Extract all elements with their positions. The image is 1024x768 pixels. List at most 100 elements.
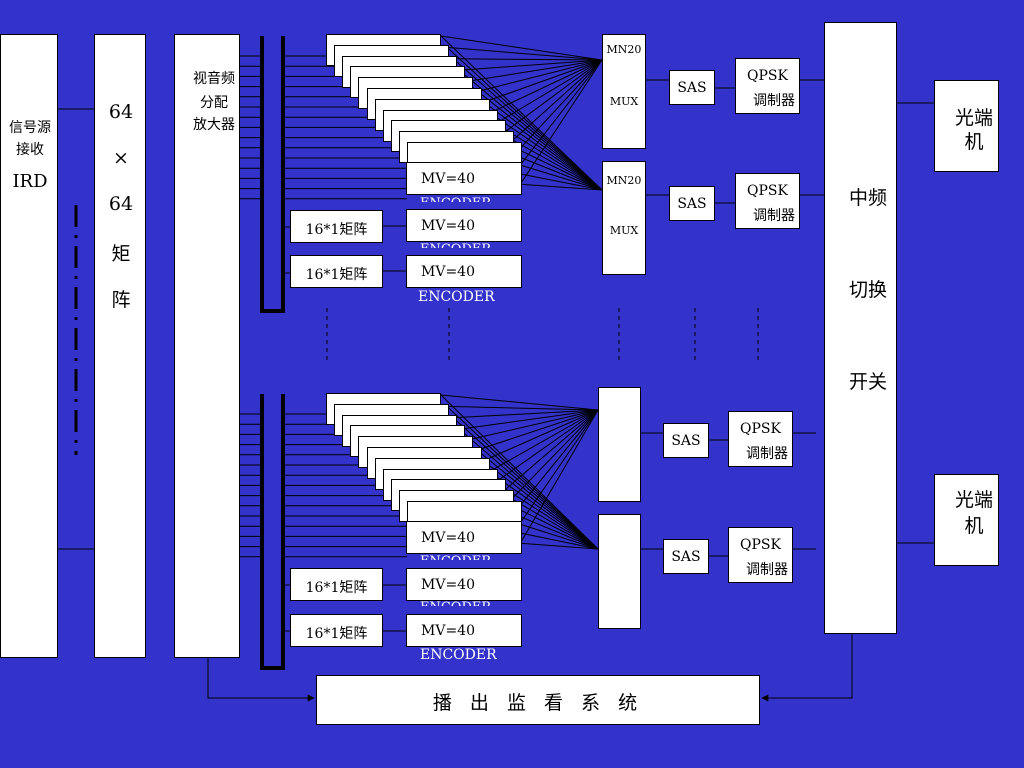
da-label-3: 放大器 — [193, 117, 235, 133]
wire — [458, 428, 599, 550]
matrix16-label: 16*1矩阵 — [305, 222, 368, 238]
wire — [465, 409, 599, 442]
qpsk-sublabel: 调制器 — [746, 562, 788, 578]
wire — [471, 409, 599, 453]
wire — [495, 409, 599, 498]
wire — [471, 92, 603, 191]
qpsk-modulator: QPSK 调制器 — [735, 58, 800, 114]
if-switch-label-1: 中频 — [848, 187, 887, 209]
matrix16-label: 16*1矩阵 — [305, 626, 368, 642]
ird-label-1: 信号源 — [9, 120, 51, 136]
matrix-label-5: 阵 — [111, 289, 131, 311]
wire — [507, 59, 603, 162]
wire — [520, 183, 603, 191]
wire — [513, 59, 603, 174]
mv-label: MV=40 — [421, 577, 475, 593]
wire — [483, 59, 603, 117]
wire — [452, 58, 603, 191]
wire — [477, 409, 599, 464]
matrix16-label: 16*1矩阵 — [305, 267, 368, 283]
wire — [471, 451, 599, 550]
mv40-encoder: MV=40 — [406, 521, 522, 554]
qpsk-label: QPSK — [747, 183, 788, 199]
wire — [440, 394, 599, 550]
encoder-label: ENCODER — [420, 600, 492, 615]
wire — [465, 59, 603, 83]
wire — [507, 519, 599, 550]
encoder-mux-fan-top — [440, 35, 603, 191]
optical-terminal: 光端 机 — [934, 80, 999, 172]
optical-terminal: 光端 机 — [934, 474, 999, 566]
mux-unlabeled — [598, 514, 641, 629]
mux-model-label: MN20 — [606, 174, 642, 187]
mv40-encoder: MV=40 — [406, 568, 522, 601]
matrix-label-1: 64 — [108, 101, 134, 123]
sas-label: SAS — [677, 196, 707, 212]
optical-label-1: 光端 — [954, 107, 993, 129]
encoder-label: ENCODER — [420, 647, 497, 663]
wire — [507, 409, 599, 521]
matrix-64x64: 64 × 64 矩 阵 — [94, 34, 146, 658]
bus-bracket-top — [260, 36, 285, 313]
mv-label: MV=40 — [421, 530, 475, 546]
mux-mn20: MN20 MUX — [602, 161, 646, 275]
wire — [519, 59, 603, 185]
wire — [489, 59, 603, 128]
wire — [471, 59, 603, 94]
mv40-encoder: MV=40 — [406, 209, 522, 242]
sas-label: SAS — [677, 80, 707, 96]
qpsk-modulator: QPSK 调制器 — [735, 173, 800, 229]
wire — [453, 58, 603, 61]
wire — [495, 59, 603, 140]
if-switch-label-2: 切换 — [848, 279, 887, 301]
wire — [513, 409, 599, 533]
playout-monitoring-system: 播 出 监 看 系 统 — [316, 675, 760, 725]
matrix-label-3: 64 — [108, 193, 134, 215]
wire — [477, 59, 603, 105]
wire — [501, 59, 603, 151]
matrix-16x1: 16*1矩阵 — [290, 255, 383, 288]
sas-unit: SAS — [663, 423, 709, 458]
mux-type-label: MUX — [609, 224, 639, 237]
bus-bracket-bottom — [260, 394, 285, 670]
mv-label: MV=40 — [421, 171, 475, 187]
qpsk-label: QPSK — [747, 68, 788, 84]
ird-label-2: 接收 — [16, 142, 44, 158]
monitor-label: 播 出 监 看 系 统 — [432, 692, 644, 714]
encoder-label: ENCODER — [420, 242, 492, 257]
optical-label-2: 机 — [964, 515, 984, 537]
wire — [452, 417, 599, 550]
qpsk-sublabel: 调制器 — [753, 93, 795, 109]
sas-unit: SAS — [669, 70, 715, 105]
encoder-mux-fan-bottom — [440, 394, 599, 550]
ird-label-3: IRD — [12, 171, 48, 192]
matrix-16x1: 16*1矩阵 — [290, 614, 383, 647]
wire — [489, 409, 599, 487]
wire — [440, 35, 603, 191]
optical-label-1: 光端 — [954, 489, 993, 511]
wire — [514, 172, 603, 191]
encoder-label: ENCODER — [420, 554, 492, 569]
ird-receiver: 信号源 接收 IRD — [0, 34, 58, 658]
wire — [453, 409, 599, 419]
distribution-amplifier: 视音频 分配 放大器 — [174, 34, 240, 658]
wire — [440, 35, 603, 61]
input-bus-top — [240, 55, 407, 274]
if-switch: 中频 切换 开关 — [824, 22, 897, 634]
da-label-1: 视音频 — [193, 71, 235, 87]
mux-mn20: MN20 MUX — [602, 34, 646, 149]
encoder-label: ENCODER — [418, 289, 495, 305]
mux-type-label: MUX — [609, 95, 639, 108]
encoder-label: ENCODER — [420, 196, 492, 211]
optical-label-2: 机 — [964, 131, 984, 153]
wire — [459, 59, 603, 71]
mux-model-label: MN20 — [606, 43, 642, 56]
wire — [501, 409, 599, 510]
wire — [447, 46, 603, 61]
mv-label: MV=40 — [421, 264, 475, 280]
qpsk-modulator: QPSK 调制器 — [728, 527, 793, 583]
wire — [446, 406, 599, 550]
wire — [440, 394, 599, 411]
